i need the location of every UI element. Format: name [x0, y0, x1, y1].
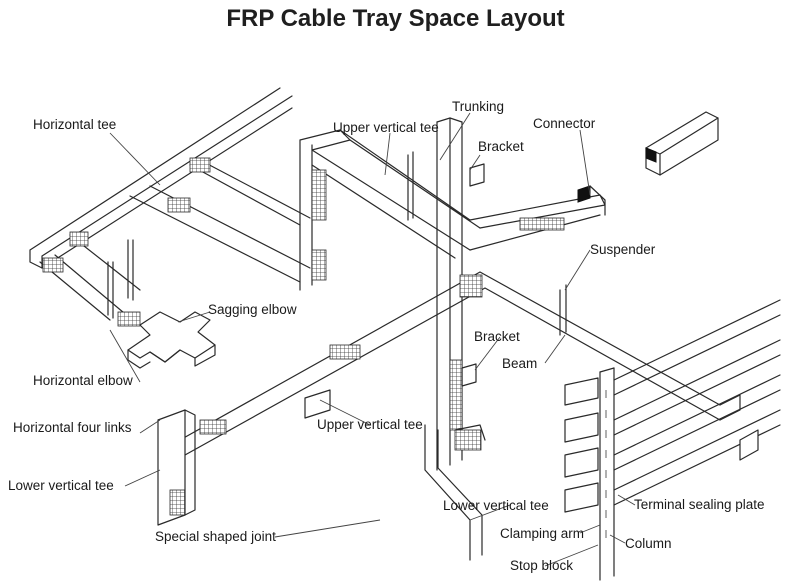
label-bracket-mid: Bracket [474, 329, 520, 344]
label-upper-vertical-tee-bottom: Upper vertical tee [317, 417, 423, 432]
trunking-segment [645, 111, 719, 176]
leader-lines [109, 112, 636, 567]
grid-panel [189, 157, 211, 173]
grid-panel [167, 197, 191, 213]
lower-vertical-tee-left-part [157, 409, 196, 526]
left-tray-run [29, 87, 311, 327]
label-lower-vertical-tee-right: Lower vertical tee [443, 498, 549, 513]
labels: Horizontal tee Trunking Upper vertical t… [8, 99, 765, 573]
label-horizontal-elbow: Horizontal elbow [33, 373, 133, 388]
lower-vertical-tee-right-part [424, 424, 486, 561]
page-title: FRP Cable Tray Space Layout [226, 5, 565, 32]
main-diagonal-tray [167, 271, 741, 456]
label-sagging-elbow: Sagging elbow [208, 302, 297, 317]
label-connector: Connector [533, 116, 596, 131]
column-stack [564, 299, 781, 581]
label-terminal-sealing-plate: Terminal sealing plate [634, 497, 765, 512]
label-horizontal-tee: Horizontal tee [33, 117, 116, 132]
grid-panel [311, 169, 327, 221]
grid-panel [69, 231, 89, 247]
grid-panel [199, 419, 227, 435]
brackets [304, 163, 485, 419]
label-horizontal-four-links: Horizontal four links [13, 420, 132, 435]
grid-panel [42, 257, 64, 273]
label-trunking: Trunking [452, 99, 504, 114]
label-clamping-arm: Clamping arm [500, 526, 584, 541]
grid-panel [454, 429, 482, 451]
suspenders [407, 151, 567, 336]
upper-tray-run [299, 129, 606, 291]
label-bracket-top: Bracket [478, 139, 524, 154]
label-special-shaped-joint: Special shaped joint [155, 529, 276, 544]
end-plate [645, 147, 657, 163]
label-lower-vertical-tee-left: Lower vertical tee [8, 478, 114, 493]
label-stop-block: Stop block [510, 558, 573, 573]
label-upper-vertical-tee-top: Upper vertical tee [333, 120, 439, 135]
horizontal-four-links [127, 311, 216, 369]
grid-panel [459, 274, 483, 298]
grid-panel [169, 489, 186, 516]
label-column: Column [625, 536, 672, 551]
label-suspender: Suspender [590, 242, 656, 257]
grid-panel [311, 249, 327, 281]
connector-block [577, 185, 591, 203]
label-beam: Beam [502, 356, 537, 371]
grid-panel [117, 311, 141, 327]
terminal-sealing-plate [739, 429, 759, 461]
grid-panel [449, 359, 463, 431]
grid-panel [329, 344, 361, 360]
grid-panel [519, 217, 565, 231]
